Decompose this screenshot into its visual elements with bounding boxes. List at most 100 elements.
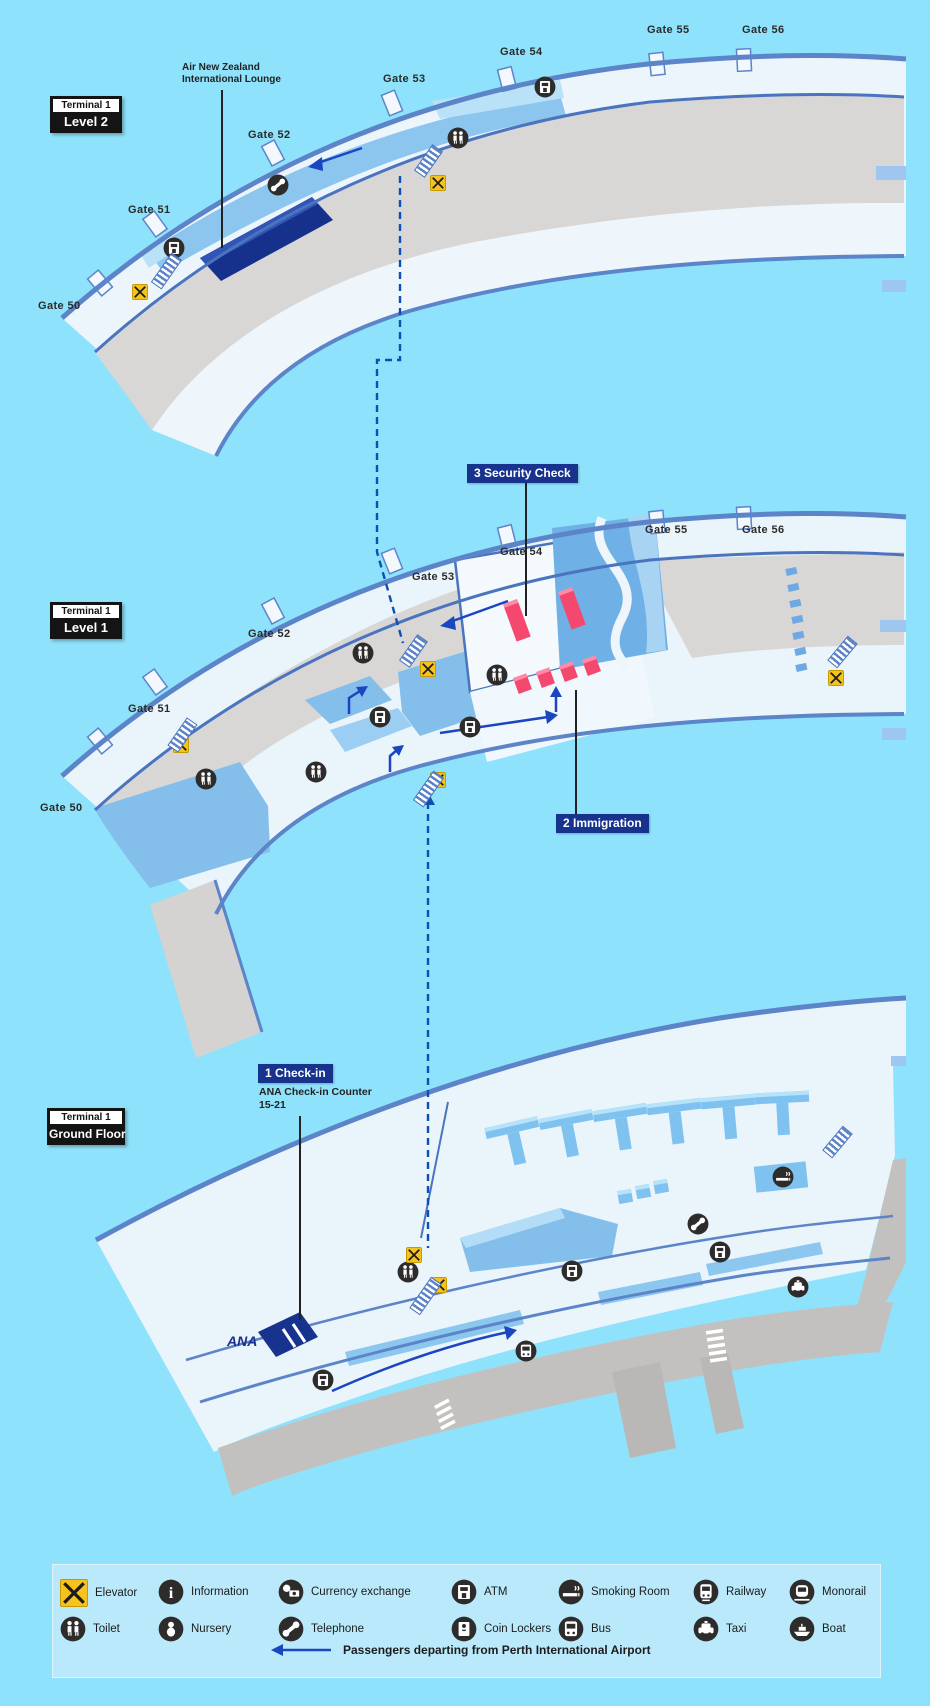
legend-item-information: i Information	[158, 1579, 249, 1605]
legend-item-label: Bus	[591, 1623, 611, 1635]
gate-label-level2: Gate 51	[128, 204, 171, 216]
legend-panel: Elevator i Information Currency exchange ATM…	[52, 1564, 881, 1678]
lounge-note-line1: Air New Zealand	[182, 62, 260, 73]
atm-icon	[459, 716, 481, 738]
railway-icon	[693, 1579, 719, 1605]
gate-label-level1: Gate 50	[40, 802, 83, 814]
toilet-icon	[447, 127, 469, 149]
toilet-icon	[305, 761, 327, 783]
legend-item-label: Coin Lockers	[484, 1623, 552, 1635]
legend-item-label: Toilet	[93, 1623, 120, 1635]
checkin-counter-note: ANA Check-in Counter 15-21	[259, 1086, 372, 1112]
gate-label-level2: Gate 55	[647, 24, 690, 36]
legend-item-telephone: Telephone	[278, 1616, 364, 1642]
taxi-icon	[693, 1616, 719, 1642]
legend-item-label: Railway	[726, 1586, 767, 1598]
callout-leader-line	[299, 1116, 301, 1320]
legend-item-label: Boat	[822, 1623, 846, 1635]
legend-item-atm: ATM	[451, 1579, 507, 1605]
callout-label: 3 Security Check	[467, 464, 578, 483]
elevator-icon	[132, 284, 148, 300]
atm-icon	[369, 706, 391, 728]
legend-item-label: Information	[191, 1586, 249, 1598]
legend-item-elevator: Elevator	[60, 1579, 137, 1607]
floor-badge-ground: Terminal 1 Ground Floor	[47, 1108, 126, 1145]
legend-item-taxi: Taxi	[693, 1616, 746, 1642]
information-icon: i	[158, 1579, 184, 1605]
level2-floor-plan	[60, 47, 907, 457]
gate-label-level2: Gate 56	[742, 24, 785, 36]
legend-item-railway: Railway	[693, 1579, 766, 1605]
toilet-icon	[397, 1261, 419, 1283]
legend-item-label: Taxi	[726, 1623, 747, 1635]
gate-label-level2: Gate 50	[38, 300, 81, 312]
floor-label: Level 2	[63, 114, 109, 129]
ana-logo: ANA	[227, 1333, 258, 1349]
bus-icon	[558, 1616, 584, 1642]
atm-icon	[709, 1241, 731, 1263]
callout-label: 1 Check-in	[258, 1064, 333, 1083]
legend-item-currency-exchange: Currency exchange	[278, 1579, 411, 1605]
callout-leader-line	[575, 690, 577, 814]
legend-item-label: Telephone	[311, 1623, 365, 1635]
atm-icon	[451, 1579, 477, 1605]
smoking-room-icon	[558, 1579, 584, 1605]
legend-item-label: Currency exchange	[311, 1586, 411, 1598]
legend-note: Passengers departing from Perth Internat…	[271, 1643, 651, 1657]
telephone-icon	[267, 174, 289, 196]
lounge-leader-line	[221, 90, 223, 248]
gate-label-level1: Gate 52	[248, 628, 291, 640]
floor-label: Ground Floor	[49, 1127, 126, 1141]
gate-label-level2: Gate 53	[383, 73, 426, 85]
terminal-label: Terminal 1	[52, 604, 120, 619]
elevator-icon	[60, 1579, 88, 1607]
telephone-icon	[278, 1616, 304, 1642]
taxi-icon	[787, 1276, 809, 1298]
level1-floor-plan	[60, 505, 907, 1058]
atm-icon	[312, 1369, 334, 1391]
gate-label-level1: Gate 56	[742, 524, 785, 536]
legend-item-nursery: Nursery	[158, 1616, 231, 1642]
elevator-icon	[420, 661, 436, 677]
bus-icon	[515, 1340, 537, 1362]
legend-item-label: ATM	[484, 1586, 508, 1598]
telephone-icon	[687, 1213, 709, 1235]
legend-item-label: Smoking Room	[591, 1586, 670, 1598]
elevator-icon	[430, 175, 446, 191]
legend-item-smoking-room: Smoking Room	[558, 1579, 670, 1605]
monorail-icon	[789, 1579, 815, 1605]
legend-item-boat: Boat	[789, 1616, 846, 1642]
elevator-icon	[828, 670, 844, 686]
legend-item-bus: Bus	[558, 1616, 611, 1642]
callout-label: 2 Immigration	[556, 814, 649, 833]
floor-badge-level1: Terminal 1 Level 1	[50, 602, 122, 639]
currency-exchange-icon	[278, 1579, 304, 1605]
floor-label: Level 1	[63, 620, 109, 635]
gate-label-level1: Gate 54	[500, 546, 543, 558]
atm-icon	[163, 237, 185, 259]
terminal-label: Terminal 1	[49, 1110, 123, 1125]
toilet-icon	[195, 768, 217, 790]
boat-icon	[789, 1616, 815, 1642]
legend-item-label: Nursery	[191, 1623, 232, 1635]
gate-label-level1: Gate 55	[645, 524, 688, 536]
ground-floor-plan	[94, 995, 907, 1496]
legend-item-label: Elevator	[95, 1587, 138, 1599]
lounge-note: Air New Zealand International Lounge	[182, 62, 281, 86]
toilet-icon	[486, 664, 508, 686]
checkin-counter-line2: 15-21	[259, 1099, 286, 1111]
floor-badge-level2: Terminal 1 Level 2	[50, 96, 122, 133]
checkin-counter-line1: ANA Check-in Counter	[259, 1086, 372, 1098]
svg-text:i: i	[169, 1584, 174, 1602]
gate-label-level1: Gate 53	[412, 571, 455, 583]
legend-note-text: Passengers departing from Perth Internat…	[343, 1643, 651, 1657]
callout-leader-line	[525, 483, 527, 616]
gate-label-level1: Gate 51	[128, 703, 171, 715]
lounge-note-line2: International Lounge	[182, 74, 281, 85]
toilet-icon	[60, 1616, 86, 1642]
toilet-icon	[352, 642, 374, 664]
gate-label-level2: Gate 52	[248, 129, 291, 141]
atm-icon	[561, 1260, 583, 1282]
